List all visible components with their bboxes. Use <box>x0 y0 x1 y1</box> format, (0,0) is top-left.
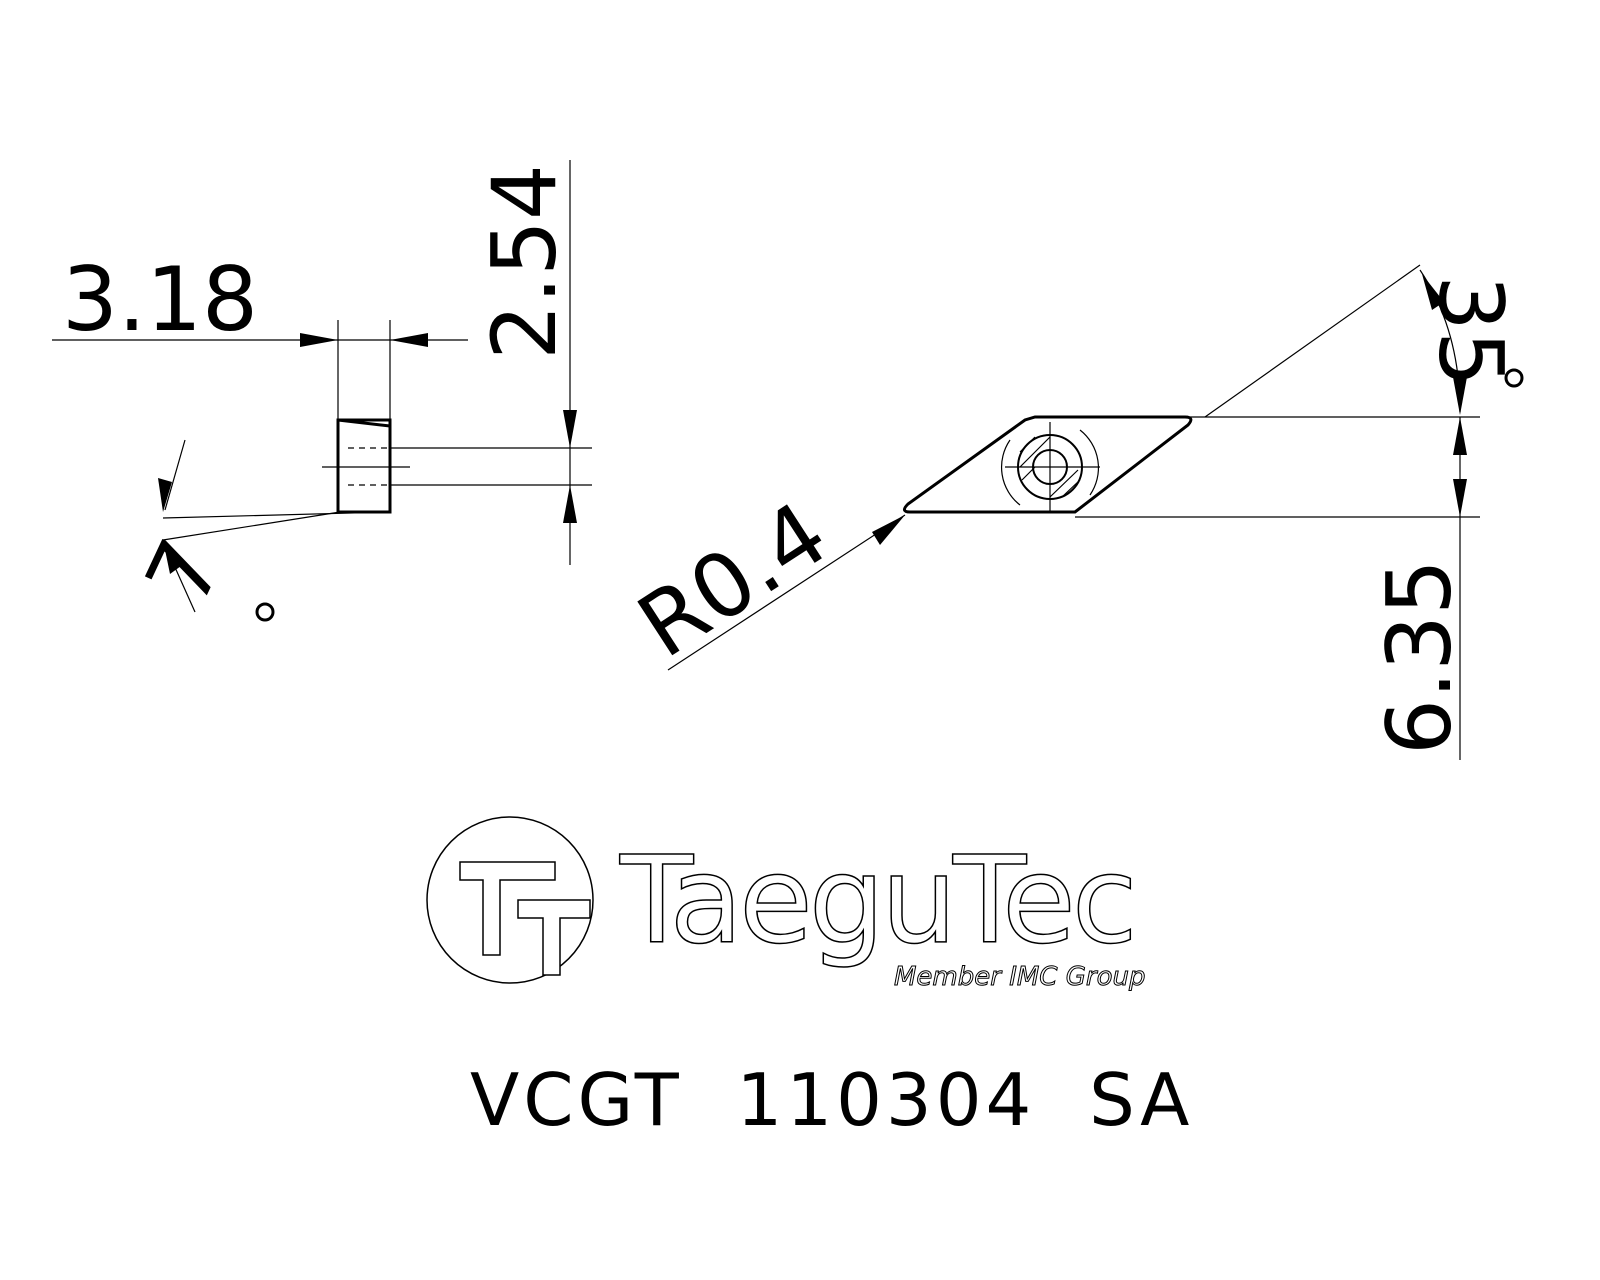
angle-arrow-top <box>158 478 172 512</box>
angle-leader-top <box>164 439 186 511</box>
rotation-arc-left <box>1000 439 1021 506</box>
arrow-angle-bottom <box>1453 377 1467 415</box>
arrow-angle-top <box>1422 274 1444 310</box>
arrow-ic-top <box>1453 417 1467 455</box>
nose-angle-line <box>1204 264 1421 418</box>
angle-arrow-bottom <box>163 540 181 574</box>
arrow-up <box>563 485 577 523</box>
logo-tagline: Member IMC Group <box>894 962 1145 992</box>
degree-symbol-nose <box>1504 368 1524 388</box>
ic-label: 6.35 <box>1368 559 1471 755</box>
insert-top-bevel <box>337 418 391 428</box>
corner-radius-label: R0.4 <box>620 482 845 678</box>
logo-brand-text: TaeguTec <box>619 832 1134 971</box>
side-view: 3.18 2.54 7 <box>52 160 592 622</box>
arrow-left <box>390 333 428 347</box>
arrow-ic-bottom <box>1453 479 1467 517</box>
insert-side-profile <box>336 418 392 514</box>
clearance-angle-line <box>162 511 341 541</box>
clearance-angle-label: 7 <box>126 525 243 619</box>
thickness-label: 3.18 <box>62 248 258 351</box>
logo-t1-icon <box>459 861 556 956</box>
top-view: 35 6.35 R0.4 <box>620 264 1524 760</box>
taegutec-logo: TaeguTec Member IMC Group <box>426 816 1146 993</box>
radius-arrow <box>872 515 905 545</box>
arrow-right <box>300 333 338 347</box>
hatching <box>1019 436 1081 498</box>
hole-depth-label: 2.54 <box>473 164 576 360</box>
radius-leader <box>667 514 906 671</box>
nose-angle-label: 35 <box>1419 275 1522 387</box>
logo-t2-icon <box>517 899 591 976</box>
part-number: VCGT 110304 SA <box>470 1058 1193 1142</box>
rotation-arc-right <box>1079 429 1100 496</box>
insert-outline <box>903 415 1193 514</box>
degree-symbol <box>255 602 275 622</box>
clearance-base-line <box>162 511 391 519</box>
arrow-down <box>563 410 577 448</box>
